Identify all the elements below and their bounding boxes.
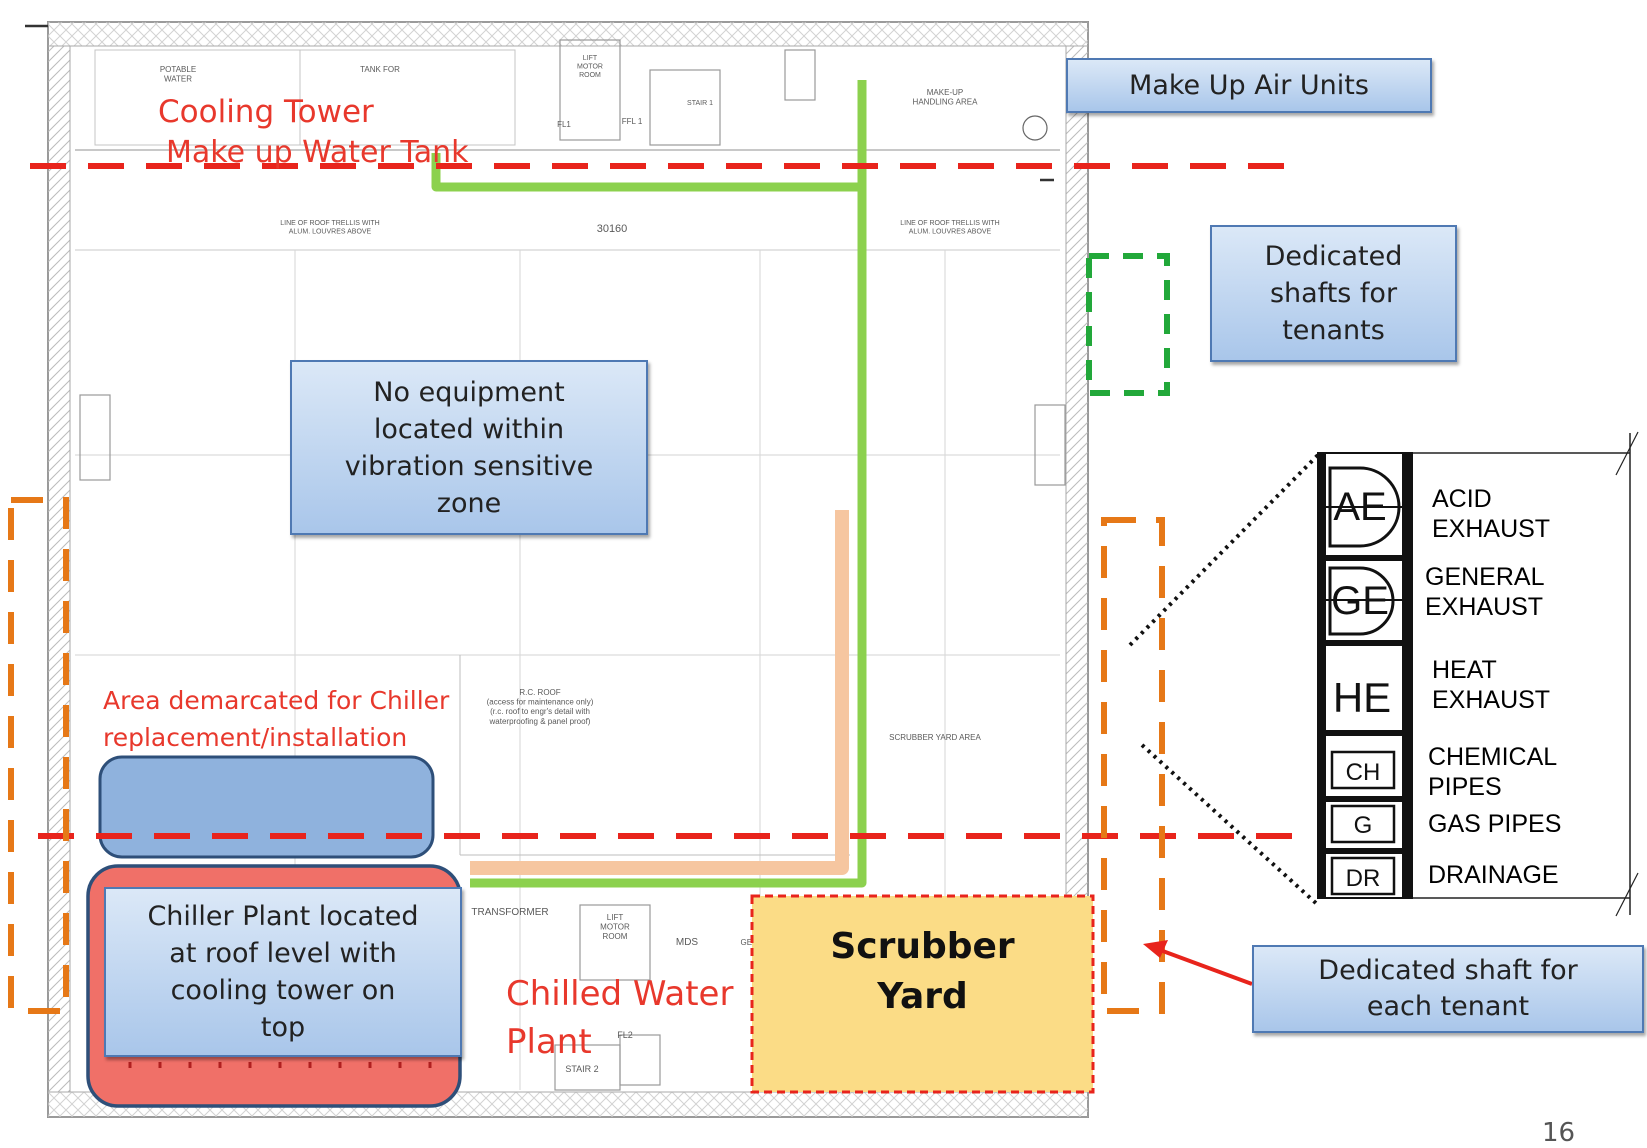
legend-label-acid-exhaust: ACID EXHAUST xyxy=(1432,485,1551,543)
legend-symbol-dr: DR xyxy=(1346,865,1381,892)
legend-symbol-ch: CH xyxy=(1346,759,1381,786)
right-tenant-shaft xyxy=(1101,517,1165,1014)
stair-1-text: STAIR 1 xyxy=(687,100,713,107)
scrubber-yard-area-text: SCRUBBER YARD AREA xyxy=(889,733,981,742)
tank-for-text: TANK FOR xyxy=(360,65,400,74)
north-marker xyxy=(1022,115,1048,141)
legend-label-gas-pipes: GAS PIPES xyxy=(1428,810,1562,838)
legend-symbol-ge: GE xyxy=(1331,579,1389,623)
dimension-text: 30160 xyxy=(597,223,628,235)
green-tenant-shaft xyxy=(1086,253,1170,396)
shaft-pointer-arrow xyxy=(1143,940,1253,986)
legend-label-chemical-pipes: CHEMICAL PIPES xyxy=(1428,743,1558,801)
legend-symbol-ae: AE xyxy=(1333,485,1386,529)
legend-leader-bottom xyxy=(1140,743,1320,907)
scrubber-yard-area xyxy=(750,894,1095,1094)
stair-2-text: STAIR 2 xyxy=(565,1064,598,1074)
legend-label-drainage: DRAINAGE xyxy=(1428,861,1559,889)
page-number: 16 xyxy=(1542,1118,1576,1148)
left-tenant-shaft xyxy=(8,497,69,1014)
cooling-tower-label: Cooling Tower xyxy=(158,94,374,130)
rc-roof-text: R.C. ROOF(access for maintenance only)(r… xyxy=(487,688,594,726)
scrubber-yard-label: Scrubber Yard xyxy=(830,926,1015,1017)
fl1-text: FL1 xyxy=(557,120,571,129)
makeup-water-tank-label: Make up Water Tank xyxy=(166,135,469,170)
callout-chiller-plant: Chiller Plant located at roof level with… xyxy=(104,887,462,1057)
legend-symbol-g: G xyxy=(1354,812,1373,839)
mds-text: MDS xyxy=(676,937,699,948)
chiller-replacement-area xyxy=(98,755,435,859)
peach-pipe-route xyxy=(470,510,849,875)
legend-symbol-he: HE xyxy=(1333,674,1391,721)
fl2-text: FL2 xyxy=(617,1030,633,1040)
transformer-text: TRANSFORMER xyxy=(471,907,548,918)
chilled-water-plant-label: Chilled Water Plant xyxy=(506,974,734,1062)
green-pipe-route xyxy=(431,80,867,192)
ffl1-text: FFL 1 xyxy=(622,117,643,126)
callout-no-equipment: No equipment located within vibration se… xyxy=(290,360,648,535)
legend-label-general-exhaust: GENERAL EXHAUST xyxy=(1425,563,1545,621)
green-pipe-route-lower xyxy=(470,187,867,888)
callout-dedicated-shaft-each: Dedicated shaft for each tenant xyxy=(1252,945,1644,1033)
callout-make-up-air-units: Make Up Air Units xyxy=(1066,58,1432,113)
legend-leader-top xyxy=(1128,453,1320,647)
chiller-dots xyxy=(128,1062,432,1068)
area-demarcated-label: Area demarcated for Chiller replacement/… xyxy=(103,686,450,752)
callout-dedicated-shafts-tenants: Dedicated shafts for tenants xyxy=(1210,225,1457,362)
shaft-legend: AE GE HE CH G DR xyxy=(1317,431,1639,917)
legend-label-heat-exhaust: HEAT EXHAUST xyxy=(1432,656,1551,714)
